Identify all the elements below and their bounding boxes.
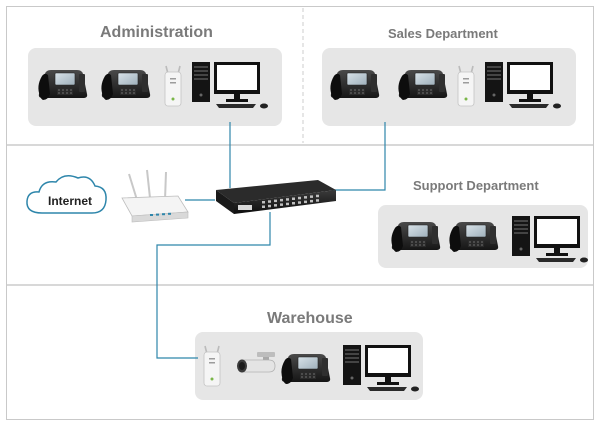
sales-access-point-icon (457, 65, 475, 107)
internet-label: Internet (48, 194, 92, 208)
zone-label-sales: Sales Department (388, 26, 498, 41)
network-switch-icon (216, 180, 336, 214)
zone-label-support: Support Department (413, 178, 539, 193)
admin-access-point-icon (164, 65, 182, 107)
sales-phone-icon-2 (397, 69, 448, 101)
admin-phone-icon-1 (37, 69, 88, 101)
link-warehouse-switch (156, 212, 271, 359)
admin-phone-icon-2 (100, 69, 151, 101)
support-phone-icon-2 (448, 221, 499, 253)
warehouse-phone-icon (280, 353, 331, 385)
diagram-frame (6, 6, 594, 420)
internet-cloud-icon (26, 175, 107, 214)
support-phone-icon-1 (390, 221, 441, 253)
sales-phone-icon-1 (329, 69, 380, 101)
warehouse-access-point-icon (203, 345, 221, 387)
zone-label-administration: Administration (100, 24, 213, 41)
router-icon (121, 169, 189, 223)
zone-label-warehouse: Warehouse (267, 310, 353, 327)
link-sales-switch (330, 122, 386, 191)
